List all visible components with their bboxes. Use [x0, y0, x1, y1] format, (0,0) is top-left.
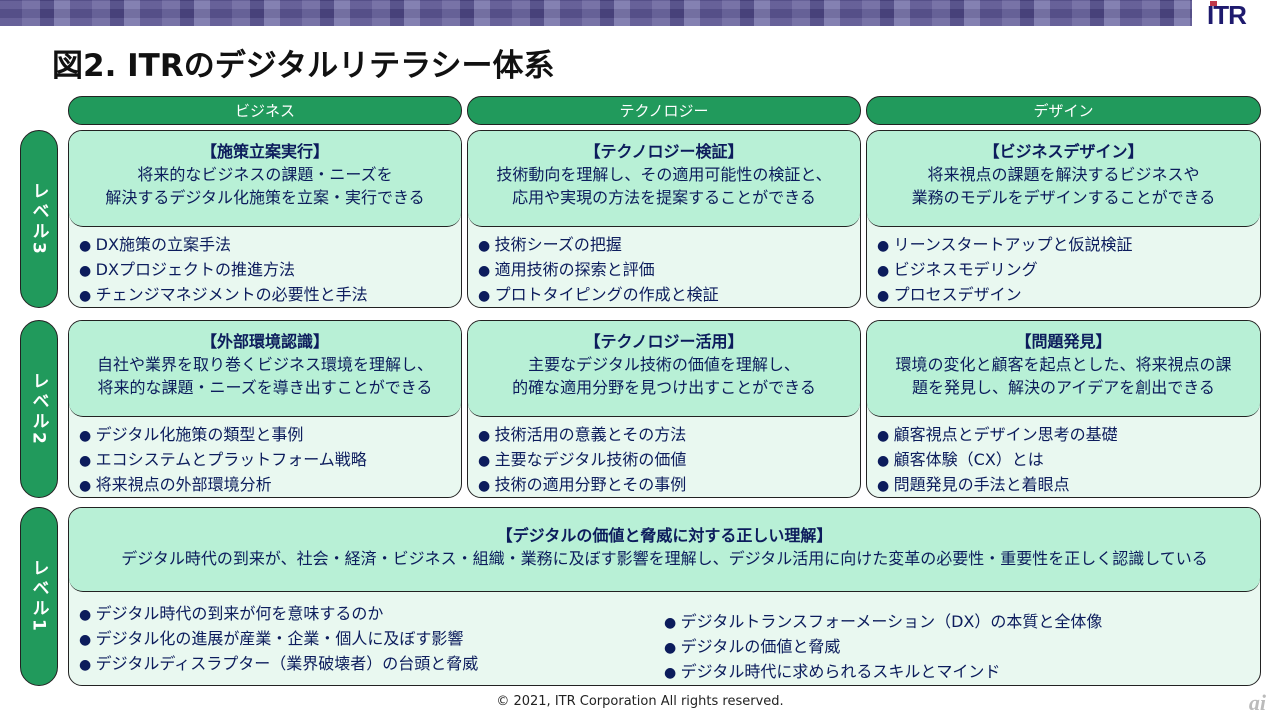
list-item: リーンスタートアップと仮説検証	[877, 233, 1260, 258]
level-3-label: レベル3	[20, 130, 58, 308]
list-item: 主要なデジタル技術の価値	[478, 448, 860, 473]
competency-cell: 【施策立案実行】将来的なビジネスの課題・ニーズを解決するデジタル化施策を立案・実…	[68, 130, 462, 308]
copyright: © 2021, ITR Corporation All rights reser…	[496, 694, 784, 709]
cell-description: 将来的な課題・ニーズを導き出すことができる	[97, 378, 433, 397]
cell-heading: 【問題発見】	[1015, 332, 1112, 351]
cell-description: 将来的なビジネスの課題・ニーズを	[137, 165, 393, 184]
level-1-cell: 【デジタルの価値と脅威に対する正しい理解】 デジタル時代の到来が、社会・経済・ビ…	[68, 507, 1261, 686]
list-item: 将来視点の外部環境分析	[79, 473, 461, 497]
competency-cell: 【ビジネスデザイン】将来視点の課題を解決するビジネスや業務のモデルをデザインする…	[866, 130, 1261, 308]
cell-description: 主要なデジタル技術の価値を理解し、	[528, 355, 800, 374]
cell-description: 自社や業界を取り巻くビジネス環境を理解し、	[96, 355, 433, 374]
cell-heading: 【外部環境認識】	[200, 332, 329, 351]
level-1-list-left: デジタル時代の到来が何を意味するのか デジタル化の進展が産業・企業・個人に及ぼす…	[69, 592, 654, 685]
competency-cell: 【テクノロジー活用】主要なデジタル技術の価値を理解し、的確な適用分野を見つけ出す…	[467, 320, 861, 498]
list-item: プロトタイピングの作成と検証	[478, 283, 860, 307]
cell-description: 業務のモデルをデザインすることができる	[911, 188, 1216, 207]
cell-heading: 【デジタルの価値と脅威に対する正しい理解】	[496, 526, 833, 545]
list-item: DXプロジェクトの推進方法	[79, 258, 461, 283]
column-technology: テクノロジー	[467, 96, 861, 125]
cell-heading: 【施策立案実行】	[200, 142, 329, 161]
cell-description: デジタル時代の到来が、社会・経済・ビジネス・組織・業務に及ぼす影響を理解し、デジ…	[121, 549, 1208, 568]
list-item: デジタル化の進展が産業・企業・個人に及ぼす影響	[79, 627, 654, 652]
level-1-label: レベル1	[20, 507, 58, 686]
column-business: ビジネス	[68, 96, 462, 125]
list-item: デジタル時代に求められるスキルとマインド	[664, 660, 1102, 685]
cell-list: デジタル化施策の類型と事例エコシステムとプラットフォーム戦略将来視点の外部環境分…	[69, 417, 461, 497]
cell-description: 応用や実現の方法を提案することができる	[512, 188, 816, 207]
level-1-list-right: デジタルトランスフォーメーション（DX）の本質と全体像 デジタルの価値と脅威 デ…	[654, 592, 1103, 685]
cell-description: 解決するデジタル化施策を立案・実行できる	[105, 188, 425, 207]
list-item: 顧客体験（CX）とは	[877, 448, 1260, 473]
page-title: 図2. ITRのデジタルリテラシー体系	[52, 48, 555, 84]
header-banner	[0, 0, 1192, 26]
competency-cell: 【外部環境認識】自社や業界を取り巻くビジネス環境を理解し、将来的な課題・ニーズを…	[68, 320, 462, 498]
cell-description: 的確な適用分野を見つけ出すことができる	[512, 378, 816, 397]
cell-heading: 【テクノロジー活用】	[584, 332, 744, 351]
competency-cell: 【テクノロジー検証】技術動向を理解し、その適用可能性の検証と、応用や実現の方法を…	[467, 130, 861, 308]
watermark-logo: ai	[1248, 690, 1266, 715]
list-item: デジタルの価値と脅威	[664, 635, 1102, 660]
itr-logo: ITR	[1207, 0, 1247, 30]
list-item: デジタルトランスフォーメーション（DX）の本質と全体像	[664, 610, 1103, 635]
competency-cell: 【問題発見】環境の変化と顧客を起点とした、将来視点の課題を発見し、解決のアイデア…	[866, 320, 1261, 498]
list-item: 適用技術の探索と評価	[478, 258, 860, 283]
cell-heading: 【テクノロジー検証】	[584, 142, 744, 161]
list-item: DX施策の立案手法	[79, 233, 461, 258]
list-item: ビジネスモデリング	[877, 258, 1260, 283]
list-item: デジタルディスラプター（業界破壊者）の台頭と脅威	[79, 652, 654, 677]
list-item: デジタル時代の到来が何を意味するのか	[79, 602, 654, 627]
list-item: 技術シーズの把握	[478, 233, 860, 258]
level-2-label: レベル2	[20, 320, 58, 498]
list-item: チェンジマネジメントの必要性と手法	[79, 283, 461, 307]
list-item: 問題発見の手法と着眼点	[877, 473, 1260, 497]
list-item: エコシステムとプラットフォーム戦略	[79, 448, 461, 473]
column-design: デザイン	[866, 96, 1261, 125]
list-item: 顧客視点とデザイン思考の基礎	[877, 423, 1260, 448]
cell-description: 技術動向を理解し、その適用可能性の検証と、	[496, 165, 832, 184]
cell-list: 顧客視点とデザイン思考の基礎顧客体験（CX）とは問題発見の手法と着眼点	[867, 417, 1260, 497]
list-item: プロセスデザイン	[877, 283, 1260, 307]
list-item: デジタル化施策の類型と事例	[79, 423, 461, 448]
list-item: 技術活用の意義とその方法	[478, 423, 860, 448]
cell-description: 将来視点の課題を解決するビジネスや	[927, 165, 1200, 184]
cell-list: 技術活用の意義とその方法主要なデジタル技術の価値技術の適用分野とその事例	[468, 417, 860, 497]
cell-heading: 【ビジネスデザイン】	[983, 142, 1144, 161]
cell-list: 技術シーズの把握適用技術の探索と評価プロトタイピングの作成と検証	[468, 227, 860, 307]
cell-list: DX施策の立案手法DXプロジェクトの推進方法チェンジマネジメントの必要性と手法	[69, 227, 461, 307]
cell-list: リーンスタートアップと仮説検証ビジネスモデリングプロセスデザイン	[867, 227, 1260, 307]
cell-description: 題を発見し、解決のアイデアを創出できる	[912, 378, 1215, 397]
list-item: 技術の適用分野とその事例	[478, 473, 860, 497]
cell-description: 環境の変化と顧客を起点とした、将来視点の課	[895, 355, 1232, 374]
